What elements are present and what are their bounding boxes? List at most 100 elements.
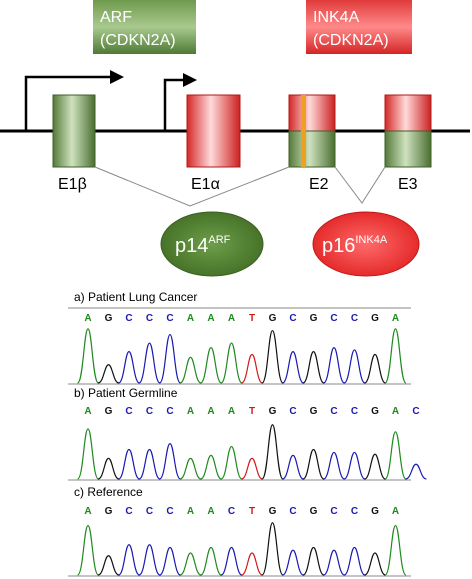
base-call: G [269, 506, 277, 517]
base-call: C [351, 313, 358, 324]
base-call: G [269, 406, 277, 417]
trace-peak [323, 347, 345, 384]
trace-peak [364, 353, 386, 384]
trace-peak [118, 351, 140, 384]
base-call: C [289, 506, 296, 517]
base-call: C [166, 406, 173, 417]
trace-peak [138, 448, 161, 480]
trace-peak [200, 546, 222, 576]
trace-peak [118, 544, 140, 576]
p16-protein: p16INK4A [312, 211, 420, 277]
panel-b-trace [77, 424, 427, 480]
trace-peak [343, 349, 366, 384]
p14-superscript: ARF [208, 234, 230, 246]
trace-peak [384, 524, 407, 576]
ink4a-gene-label: INK4A (CDKN2A) [306, 0, 412, 54]
base-call: A [228, 406, 235, 417]
base-call: T [249, 506, 255, 517]
trace-peak [364, 552, 386, 576]
exon-e2-label: E2 [309, 176, 329, 193]
base-call: A [207, 313, 214, 324]
base-call: C [166, 506, 173, 517]
trace-peak [159, 442, 181, 480]
splice-lines [94, 166, 386, 207]
exon-e3-label: E3 [398, 176, 418, 193]
trace-peak [302, 448, 325, 480]
base-call: A [187, 506, 194, 517]
base-call: C [146, 313, 153, 324]
trace-peak [261, 522, 284, 576]
base-call: G [105, 506, 113, 517]
base-call: A [207, 406, 214, 417]
exon-e1a-block [186, 94, 241, 168]
base-call: C [330, 313, 337, 324]
trace-peak [343, 546, 366, 576]
ink4a-tss-arrow [163, 78, 183, 131]
base-call: A [187, 406, 194, 417]
base-call: A [392, 406, 399, 417]
base-call: G [371, 313, 379, 324]
trace-peak [241, 457, 263, 480]
trace-peak [220, 546, 243, 576]
base-call: C [412, 406, 419, 417]
p16-label: p16 [322, 235, 355, 257]
trace-peak [343, 451, 366, 480]
trace-peak [384, 328, 407, 384]
trace-peak [159, 546, 181, 576]
trace-peak [323, 549, 345, 576]
base-call: G [310, 406, 318, 417]
trace-peak [200, 454, 222, 480]
base-call: A [84, 406, 91, 417]
base-call: C [125, 313, 132, 324]
trace-peak [282, 351, 304, 384]
trace-peak [282, 549, 304, 576]
base-call: A [392, 506, 399, 517]
trace-peak [159, 333, 181, 384]
base-call: A [392, 313, 399, 324]
trace-peak [241, 353, 263, 384]
ink4a-label-line1: INK4A [313, 9, 360, 26]
base-call: C [228, 506, 235, 517]
base-call: G [269, 313, 277, 324]
panel-a-title: a) Patient Lung Cancer [74, 290, 197, 304]
trace-peak [179, 356, 202, 384]
base-call: C [330, 406, 337, 417]
trace-peak [220, 445, 243, 480]
exon-e2-block [288, 94, 336, 168]
base-call: C [289, 406, 296, 417]
p16-superscript: INK4A [355, 234, 387, 246]
trace-peak [77, 328, 99, 384]
exon-e1b-label: E1β [58, 176, 87, 193]
trace-peak [220, 342, 243, 384]
trace-peak [302, 546, 325, 576]
exon-e1b-block [52, 94, 96, 168]
trace-peak [200, 347, 222, 384]
base-call: A [228, 313, 235, 324]
arf-arrow-head [110, 70, 124, 84]
p14-label: p14 [175, 235, 208, 257]
trace-peak [77, 428, 99, 480]
arf-gene-label: ARF (CDKN2A) [93, 0, 196, 54]
trace-peak [179, 552, 202, 576]
trace-peak [261, 424, 284, 480]
base-call: C [125, 506, 132, 517]
trace-peak [97, 364, 120, 384]
base-call: G [371, 506, 379, 517]
trace-peak [118, 448, 140, 480]
trace-peak [302, 351, 325, 384]
base-call: C [351, 406, 358, 417]
exon-e3-block [384, 94, 432, 168]
base-call: C [289, 313, 296, 324]
base-call: A [187, 313, 194, 324]
arf-tss-arrow [24, 75, 110, 131]
base-call: C [166, 313, 173, 324]
base-call: G [310, 506, 318, 517]
trace-peak [282, 454, 304, 480]
arf-label-line2: (CDKN2A) [100, 32, 176, 49]
